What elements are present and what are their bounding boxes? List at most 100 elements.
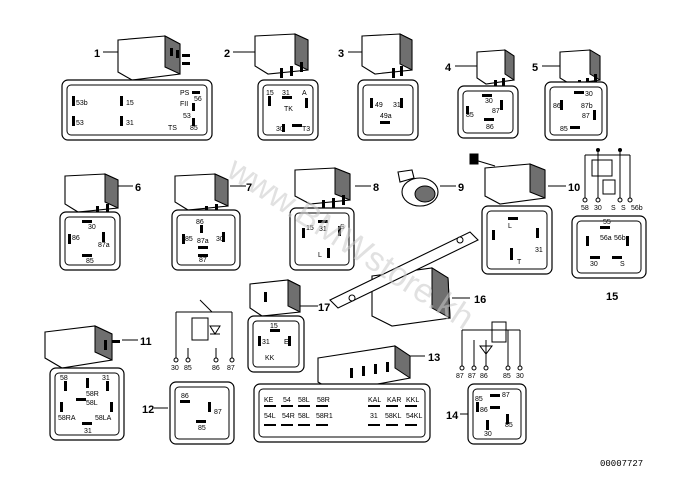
pin-label: 85 <box>475 396 483 403</box>
pin-label: 85 <box>86 258 94 265</box>
pin-label: 87 <box>492 108 500 115</box>
pin-label: 30 <box>276 126 284 133</box>
pin-label: 53 <box>76 120 84 127</box>
pin-label: KAR <box>387 397 401 404</box>
pin-label: 15 <box>266 90 274 97</box>
callout-6: 6 <box>135 182 141 194</box>
callout-12: 12 <box>142 404 154 416</box>
pin-face-4: 30 87 85 86 <box>457 85 519 139</box>
pin-label: 56b <box>614 235 626 242</box>
callout-8: 8 <box>373 182 379 194</box>
pin-label: 86 <box>553 103 561 110</box>
pin-label: KKL <box>406 397 419 404</box>
pin-label: KE <box>264 397 274 404</box>
schematic-right: 58 30 S S 56b <box>581 148 643 212</box>
pin-label: 85 <box>190 125 198 132</box>
relay-10: 10 <box>469 153 580 205</box>
pin-label: 15 <box>126 100 134 107</box>
relay-6: 6 <box>64 173 141 216</box>
pin-label: 87 <box>214 409 222 416</box>
relay-4: 4 <box>445 49 515 88</box>
pin-label: 58 <box>60 375 68 382</box>
pin-label: 58RA <box>58 415 76 422</box>
pin-label: KK <box>265 355 275 362</box>
pin-label: 31 <box>535 247 543 254</box>
pin-label: 87a <box>98 242 110 249</box>
pin-label: 85 <box>560 126 568 133</box>
pin-label: L <box>508 223 512 230</box>
callout-1: 1 <box>94 48 100 60</box>
relay-5: 5 <box>532 49 601 88</box>
pin-label: 31 <box>370 413 378 420</box>
pin-label: 86 <box>486 124 494 131</box>
schematic-label: 86 <box>480 373 488 380</box>
pin-label: 86 <box>72 235 80 242</box>
pin-label: 85 <box>185 236 193 243</box>
callout-17: 17 <box>318 302 330 314</box>
callout-15: 15 <box>606 291 618 303</box>
schematic-label: 30 <box>516 373 524 380</box>
schematic-label: 30 <box>171 365 179 372</box>
module-13: 13 <box>317 345 440 393</box>
pin-label: 58R1 <box>316 413 333 420</box>
pin-label: 87 <box>502 392 510 399</box>
pin-label: 31 <box>282 90 290 97</box>
schematic-label: 85 <box>184 365 192 372</box>
pin-label: 31 <box>84 428 92 435</box>
pin-label: FII <box>180 101 188 108</box>
callout-2: 2 <box>224 48 230 60</box>
schematic-label: 87 <box>468 373 476 380</box>
pin-face-11: 58 31 58R 58L 58RA 58LA 31 <box>49 367 125 441</box>
relay-7: 7 <box>174 173 252 216</box>
pin-face-2: 15 31 A TK 30 T3 <box>257 79 319 141</box>
relay-1: 1 <box>94 35 190 81</box>
schematic-left: 30 85 86 87 <box>171 299 235 372</box>
buzzer-16: 16 <box>329 231 486 327</box>
pin-label: L <box>318 252 322 259</box>
pin-label: 15 <box>306 225 314 232</box>
pin-face-5: 30 87b 87 86 85 <box>544 81 608 141</box>
pin-face-12: 12 86 87 85 <box>142 381 235 445</box>
pin-face-15: 55 56a 56b 30 S 15 <box>571 215 647 303</box>
pin-label: T <box>517 259 522 266</box>
pin-label: 58R <box>86 391 99 398</box>
schematic-label: 87 <box>456 373 464 380</box>
pin-label: 30 <box>484 431 492 438</box>
pin-label: T3 <box>302 126 310 133</box>
pin-face-7: 86 85 87a 30 87 <box>171 209 241 271</box>
pin-label: 53b <box>76 100 88 107</box>
pin-label: 86 <box>196 219 204 226</box>
pin-face-8: 15 31 S L <box>289 207 355 271</box>
schematic-mid: 87 87 86 85 30 <box>456 321 524 380</box>
pin-face-3: 49 31 49a <box>357 79 419 141</box>
schematic-label: S <box>621 205 626 212</box>
pin-label: 49a <box>380 113 392 120</box>
pin-label: 87a <box>197 238 209 245</box>
schematic-label: 87 <box>227 365 235 372</box>
pin-label: 58L <box>298 413 310 420</box>
pin-label: 86 <box>181 393 189 400</box>
pin-label: 58L <box>298 397 310 404</box>
pin-label: 49 <box>375 102 383 109</box>
pin-face-10: L 31 T <box>481 205 553 275</box>
callout-10: 10 <box>568 182 580 194</box>
pin-face-17: 15 31 E KK <box>247 315 305 373</box>
pin-label: 54 <box>283 397 291 404</box>
pin-label: 54L <box>264 413 276 420</box>
pin-label: 85 <box>505 422 513 429</box>
pin-label: 30 <box>216 236 224 243</box>
pin-label: 56 <box>194 96 202 103</box>
pin-label: 30 <box>485 98 493 105</box>
pin-label: 56a <box>600 235 612 242</box>
schematic-label: 56b <box>631 205 643 212</box>
pin-label: 31 <box>262 339 270 346</box>
pin-label: 87 <box>199 257 207 264</box>
pin-label: E <box>284 339 289 346</box>
pin-label: 30 <box>88 224 96 231</box>
pin-label: 85 <box>198 425 206 432</box>
schematic-label: 85 <box>503 373 511 380</box>
pin-label: S <box>340 224 345 231</box>
pin-label: 54R <box>282 413 295 420</box>
